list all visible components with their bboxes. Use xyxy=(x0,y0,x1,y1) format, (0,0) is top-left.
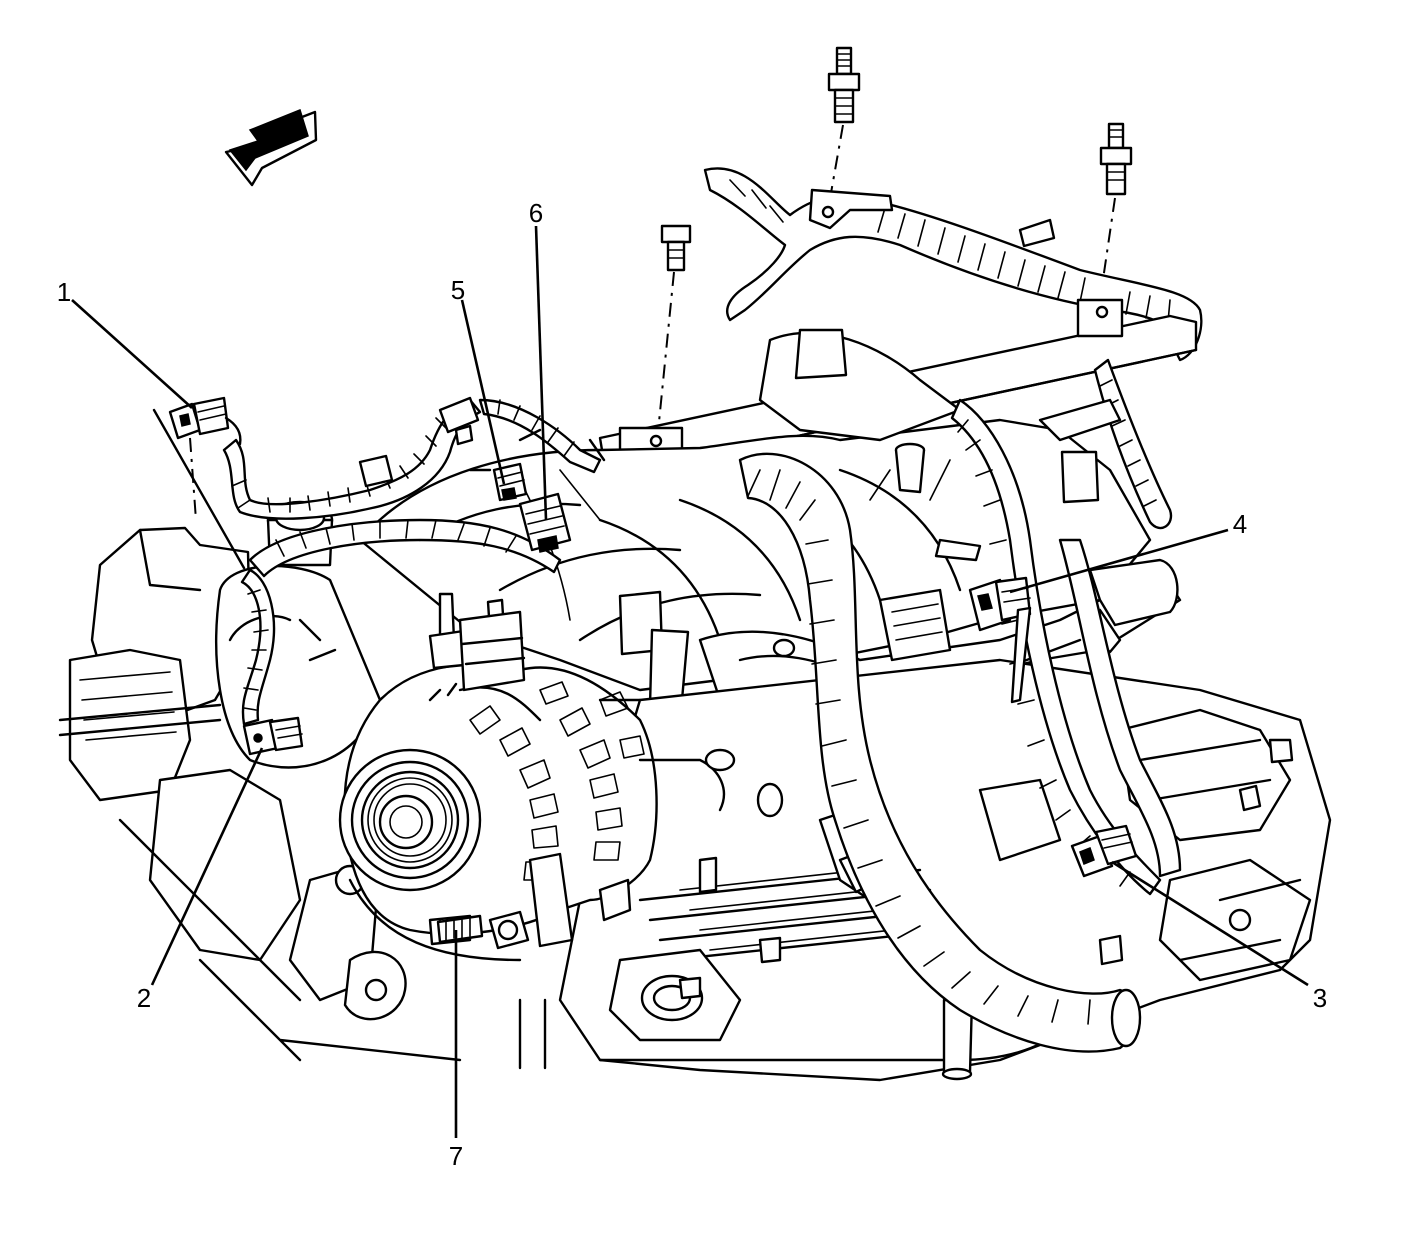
callout-7: 7 xyxy=(448,1141,464,1171)
leader-4 xyxy=(1010,530,1228,592)
engine-left-assembly xyxy=(60,502,460,1060)
stud-bolt-right xyxy=(1101,124,1131,194)
bolt-center xyxy=(662,226,690,270)
callout-2: 2 xyxy=(136,983,152,1013)
callout-3: 3 xyxy=(1312,983,1328,1013)
callout-1: 1 xyxy=(56,277,72,307)
leader-1 xyxy=(72,300,192,408)
connector-6 xyxy=(520,494,570,552)
alternator xyxy=(340,664,657,960)
leader-2 xyxy=(152,748,262,985)
leader-6 xyxy=(536,226,546,520)
stud-bolt-left xyxy=(829,48,859,122)
intake-manifold xyxy=(360,330,1180,715)
leader-5 xyxy=(462,300,504,484)
callout-5: 5 xyxy=(450,275,466,305)
callout-6: 6 xyxy=(528,198,544,228)
connector-3 xyxy=(1072,826,1136,876)
leader-3 xyxy=(1112,862,1308,985)
misc-details xyxy=(470,220,1292,998)
front-direction-arrow-icon xyxy=(226,110,316,185)
connector-1 xyxy=(170,398,228,438)
left-harness xyxy=(224,398,600,724)
connector-5 xyxy=(494,464,526,500)
connector-2 xyxy=(244,718,302,754)
leader-lines xyxy=(72,226,1308,1138)
sensor-pipe xyxy=(430,594,524,690)
callout-4: 4 xyxy=(1232,509,1248,539)
main-wiring-harness xyxy=(740,400,1180,1052)
connector-7 xyxy=(438,916,482,942)
